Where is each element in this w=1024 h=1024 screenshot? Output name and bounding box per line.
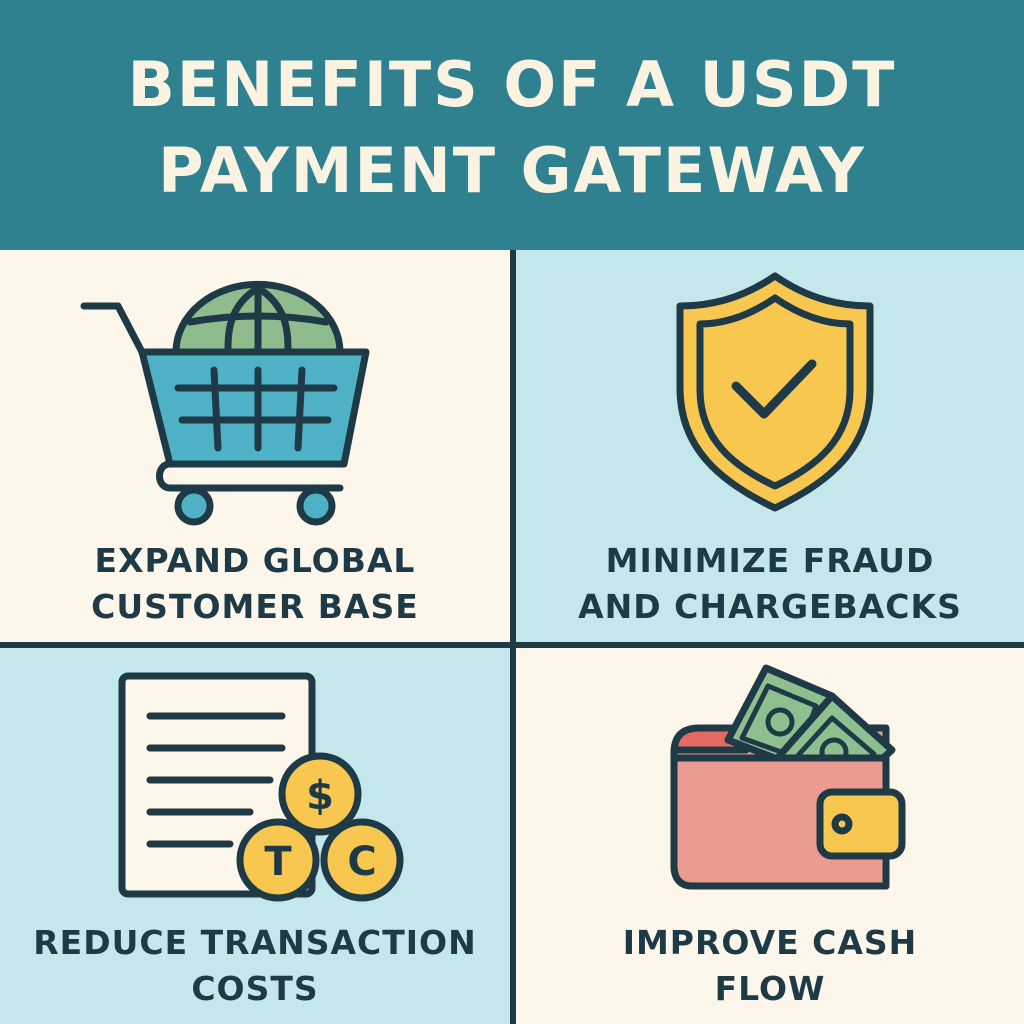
benefit-card-costs: $ T C REDUCE TRANSACTION COSTS	[0, 648, 510, 1024]
coin-letter-t: T	[264, 839, 292, 885]
wallet-cash-icon	[670, 664, 906, 890]
coin-letter-dollar: $	[306, 773, 334, 819]
benefit-label-cashflow: IMPROVE CASH FLOW	[622, 923, 918, 1008]
benefit-card-global: EXPAND GLOBAL CUSTOMER BASE	[0, 250, 510, 642]
shopping-cart-globe-icon	[80, 280, 370, 526]
benefit-label-costs: REDUCE TRANSACTION COSTS	[33, 923, 477, 1008]
coin-letter-c: C	[347, 839, 376, 885]
document-coins-icon: $ T C	[118, 672, 404, 902]
header-banner: BENEFITS OF A USDT PAYMENT GATEWAY	[0, 0, 1024, 250]
shield-check-icon	[676, 272, 874, 512]
benefit-card-cashflow: IMPROVE CASH FLOW	[516, 648, 1024, 1024]
title-line-1: BENEFITS OF A USDT	[127, 48, 897, 121]
benefit-label-global: EXPAND GLOBAL CUSTOMER BASE	[91, 541, 419, 626]
benefit-label-fraud: MINIMIZE FRAUD AND CHARGEBACKS	[578, 541, 962, 626]
benefits-grid: EXPAND GLOBAL CUSTOMER BASE MINIMIZE FRA…	[0, 250, 1024, 1024]
benefit-card-fraud: MINIMIZE FRAUD AND CHARGEBACKS	[516, 250, 1024, 642]
title-line-2: PAYMENT GATEWAY	[158, 134, 866, 207]
